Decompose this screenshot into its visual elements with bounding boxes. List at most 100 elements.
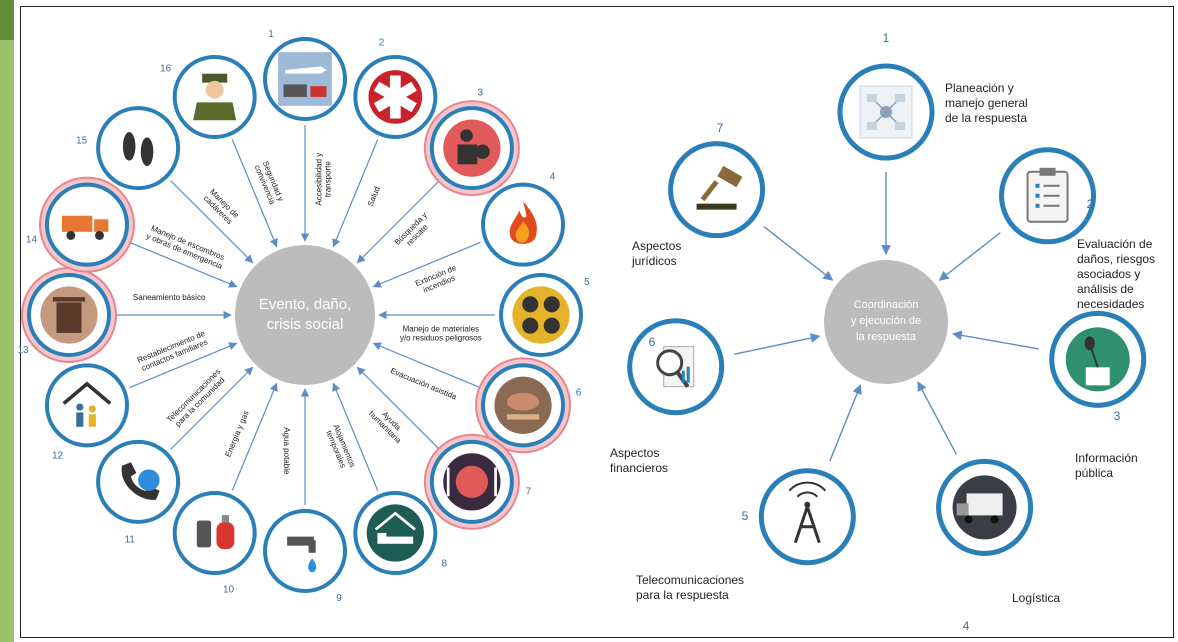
right-item-number: 4 <box>963 619 970 633</box>
left-label-line: Accesibilidad y <box>314 153 323 206</box>
left-hub: Evento, daño, crisis social <box>235 245 375 385</box>
left-hub-circle <box>235 245 375 385</box>
left-arrow <box>356 180 440 264</box>
left-hub-text: crisis social <box>267 316 344 333</box>
left-label-line: Agua potable <box>282 427 291 475</box>
left-item-number: 2 <box>379 37 385 48</box>
right-label-line: Información <box>1075 451 1138 465</box>
image-frame <box>20 6 1174 638</box>
left-item-number: 5 <box>584 277 590 288</box>
medical-icon <box>368 70 423 124</box>
right-hub-text: la respuesta <box>856 331 917 343</box>
right-label-line: de la respuesta <box>945 111 1027 125</box>
left-item-number: 3 <box>478 88 484 99</box>
water-tap-icon <box>287 536 317 573</box>
left-arrow <box>231 139 278 248</box>
right-item-number: 1 <box>883 31 890 45</box>
left-label-line: Evacuación asistida <box>389 366 458 402</box>
finance-icon <box>656 346 695 388</box>
right-label-line: asociados y <box>1077 267 1140 281</box>
left-label-line: Manejo de materiales <box>403 324 479 333</box>
left-item-number: 4 <box>550 172 556 183</box>
right-arrow <box>763 226 834 281</box>
left-item-number: 6 <box>576 387 582 398</box>
hazmat-icon <box>512 286 570 344</box>
left-arrow <box>372 241 481 288</box>
microphone-icon <box>1065 327 1130 392</box>
evacuation-icon <box>494 376 552 434</box>
side-bar <box>0 0 14 642</box>
left-item-label: Agua potable <box>282 427 291 475</box>
left-arrow <box>231 382 278 491</box>
left-hub-text: Evento, daño, <box>259 296 352 313</box>
right-item-number: 6 <box>649 335 656 349</box>
gavel-icon <box>696 165 743 210</box>
right-label-line: Telecomunicaciones <box>636 573 744 587</box>
left-item-number: 1 <box>268 29 274 40</box>
right-node-ring <box>758 468 856 566</box>
left-node-ring <box>96 106 181 191</box>
left-item-number: 11 <box>124 534 135 545</box>
right-label-line: Aspectos <box>610 446 659 460</box>
right-label-line: Aspectos <box>632 239 681 253</box>
left-item-number: 15 <box>76 136 88 147</box>
phone-icon <box>121 462 160 500</box>
left-label-line: transporte <box>323 161 332 198</box>
right-hub-text: Coordinación <box>854 299 919 311</box>
left-item-number: 8 <box>442 558 448 569</box>
left-item-6: 6 Evacuación asistida <box>372 342 582 454</box>
transport-icon <box>278 52 332 106</box>
fire-icon <box>509 201 537 244</box>
rescue-icon <box>443 119 501 177</box>
clipboard-icon <box>1026 167 1069 223</box>
left-item-number: 10 <box>223 585 235 596</box>
gas-cylinder-icon <box>196 515 235 550</box>
right-arrow <box>734 333 821 355</box>
right-label-line: Evaluación de <box>1077 237 1153 251</box>
left-item-number: 12 <box>52 450 64 461</box>
right-label-line: para la respuesta <box>636 588 729 602</box>
left-arrow <box>170 366 254 450</box>
right-arrow <box>829 384 862 462</box>
left-label-line: Salud <box>366 185 382 207</box>
left-arrow <box>170 180 254 264</box>
right-label-line: Planeación y <box>945 81 1014 95</box>
right-arrow <box>938 232 1001 281</box>
house-family-icon <box>62 381 112 427</box>
right-node-ring <box>668 141 766 239</box>
left-arrow <box>129 342 238 389</box>
antenna-icon <box>788 481 827 544</box>
right-label-line: jurídicos <box>631 254 677 268</box>
left-item-label: Evacuación asistida <box>389 366 458 402</box>
right-item-number: 7 <box>717 121 724 135</box>
right-arrow <box>952 330 1039 350</box>
left-label-line: y/o residuos peligrosos <box>400 333 482 342</box>
left-label-line: Saneamiento básico <box>133 293 206 302</box>
left-node-ring <box>172 491 257 576</box>
left-arrow <box>356 366 440 450</box>
right-label-line: manejo general <box>945 96 1028 110</box>
left-arrow <box>332 382 379 491</box>
left-item-number: 16 <box>160 64 172 75</box>
right-label-line: pública <box>1075 466 1113 480</box>
left-arrow <box>129 241 238 288</box>
